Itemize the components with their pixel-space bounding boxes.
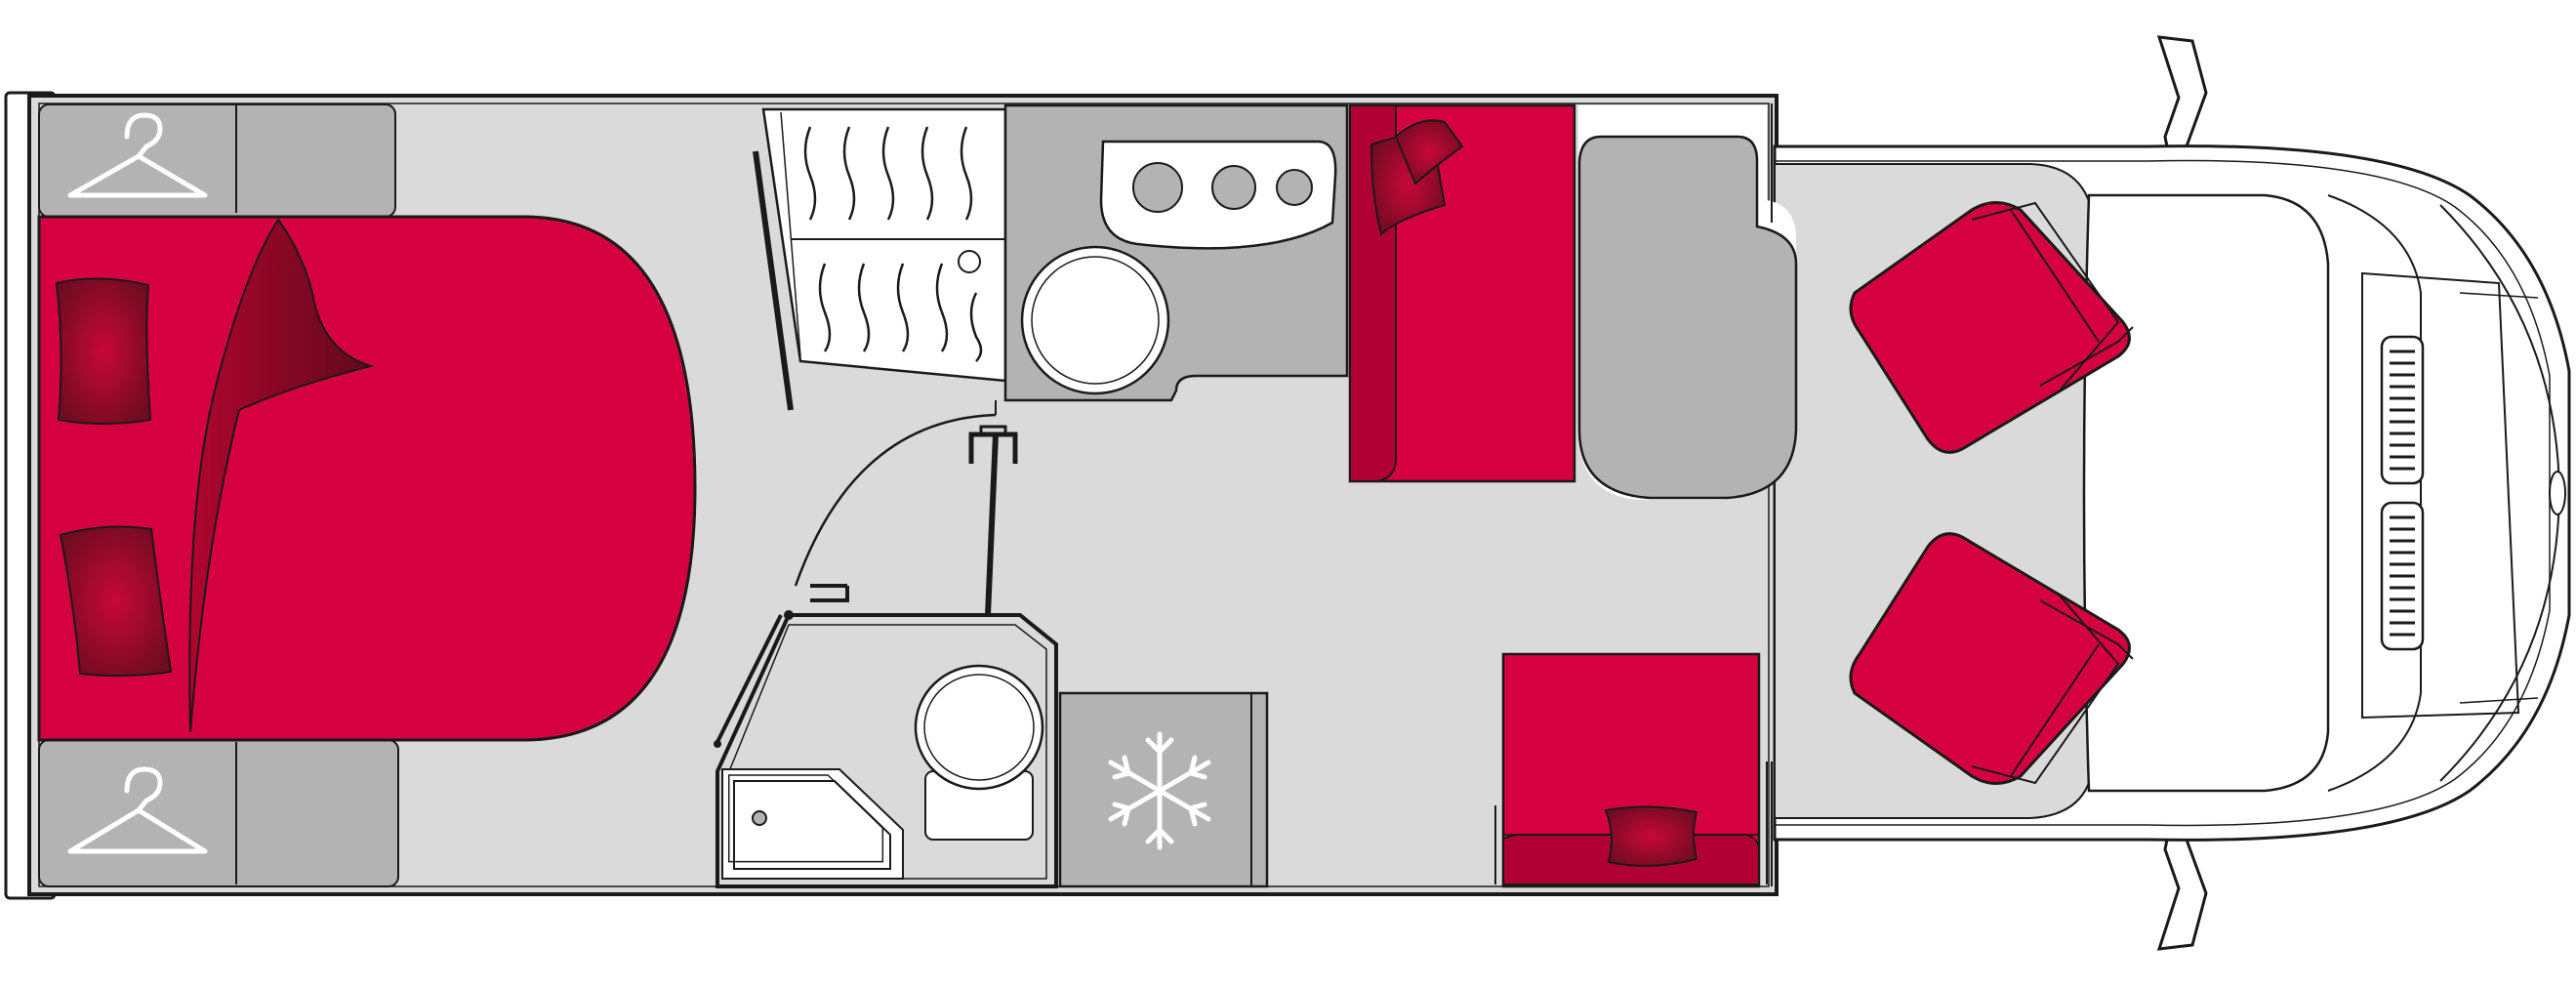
cab — [1773, 35, 2571, 951]
mirror-bottom — [2156, 827, 2208, 951]
dinette-bench-rear-facing[interactable] — [1348, 103, 1576, 483]
door-swing — [794, 413, 997, 587]
snowflake-icon — [1108, 731, 1211, 850]
wardrobe-top[interactable] — [38, 103, 396, 218]
vent-top-icon — [2380, 335, 2425, 485]
cab-seat-top[interactable] — [1849, 201, 2134, 454]
hob — [1099, 140, 1337, 250]
wardrobe-bottom[interactable] — [38, 739, 399, 887]
cab-seat-bottom[interactable] — [1849, 532, 2134, 785]
bed-sheet-fold — [188, 218, 375, 733]
cushion — [1394, 119, 1464, 185]
fridge[interactable] — [1058, 691, 1269, 888]
shower-tray — [721, 768, 904, 880]
rear-island-bed[interactable] — [37, 215, 697, 742]
mirror-top — [2156, 35, 2208, 159]
cushion — [1604, 805, 1698, 867]
washroom[interactable] — [714, 400, 1058, 888]
side-bench[interactable] — [1494, 652, 1768, 888]
pillow-top — [55, 277, 152, 425]
burner-icon — [1276, 169, 1313, 206]
dashboard — [2082, 193, 2330, 793]
vent-bottom-icon — [2380, 501, 2425, 651]
hanger-icon — [67, 766, 208, 854]
drain-icon — [752, 810, 767, 826]
dinette-table[interactable] — [1577, 105, 1798, 500]
burner-icon — [1211, 165, 1256, 210]
pillow-bottom — [59, 525, 173, 678]
kitchen[interactable] — [1003, 103, 1349, 402]
burner-icon — [1132, 162, 1183, 213]
hanger-icon — [67, 112, 208, 198]
sink — [1020, 245, 1170, 395]
washbasin-cabinet[interactable] — [753, 107, 1007, 411]
toilet-icon — [914, 664, 1044, 841]
